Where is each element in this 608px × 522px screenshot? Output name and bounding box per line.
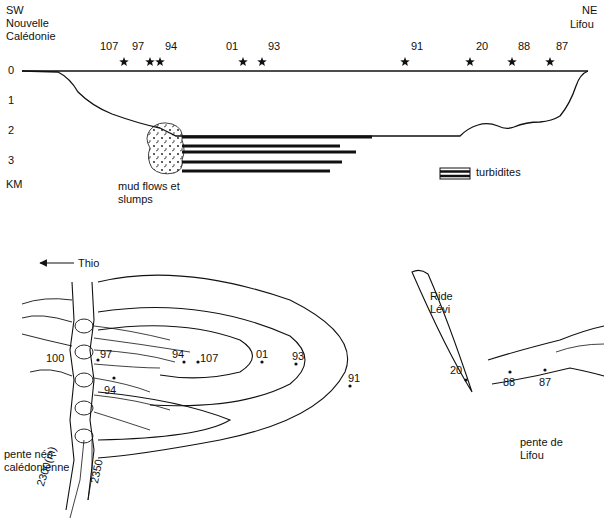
station-star	[507, 57, 517, 66]
ridge-name: Ride Lévi	[430, 290, 464, 315]
seafloor-profile	[22, 71, 588, 136]
station-number: 01	[256, 348, 268, 361]
station-star	[119, 57, 129, 66]
pente-lifou-line	[488, 326, 604, 360]
depth-contour: 2350	[88, 458, 105, 485]
place-name: Thio	[78, 257, 99, 270]
station-star	[155, 57, 165, 66]
ride-levi	[412, 270, 472, 392]
station-number: 88	[503, 376, 515, 389]
station-number: 94	[165, 40, 177, 53]
station-number: 20	[476, 40, 488, 53]
station-stars	[119, 57, 555, 66]
station-star	[257, 57, 267, 66]
depth-tick: 0	[8, 64, 14, 77]
channel-heads	[75, 319, 93, 443]
channel	[94, 326, 190, 430]
direction-label: NE	[582, 4, 597, 17]
depth-unit: KM	[6, 178, 23, 191]
depth-tick: 1	[8, 94, 14, 107]
station-number: 87	[556, 40, 568, 53]
station-star	[238, 57, 248, 66]
sea-level	[22, 70, 588, 71]
canyon	[22, 299, 72, 376]
depth-tick: 3	[8, 154, 14, 167]
station-number: 93	[292, 350, 304, 363]
cross-section	[22, 71, 588, 174]
station-number: 91	[348, 372, 360, 385]
fan-lobe	[98, 275, 348, 458]
fan-lobe	[98, 307, 305, 405]
station-number: 97	[132, 40, 144, 53]
station-number: 107	[200, 352, 218, 365]
station-number: 91	[411, 40, 423, 53]
mud-flow-mass	[147, 123, 184, 174]
station-dots	[96, 358, 546, 387]
turbidite-layers	[182, 137, 372, 171]
station-number: 107	[100, 40, 118, 53]
station-star	[465, 57, 475, 66]
sediment-label: mud flows et slumps	[118, 180, 188, 205]
station-number: 20	[450, 364, 462, 377]
station-number: 87	[539, 376, 551, 389]
plan-map	[22, 263, 604, 518]
station-star	[545, 57, 555, 66]
station-star	[400, 57, 410, 66]
place-name: Lifou	[570, 18, 594, 31]
fan-lobe	[98, 392, 230, 440]
station-number: 94	[104, 384, 116, 397]
station-star	[145, 57, 155, 66]
legend-sample	[440, 168, 470, 179]
depth-tick: 2	[8, 124, 14, 137]
station-number: 97	[100, 348, 112, 361]
station-number: 01	[226, 40, 238, 53]
direction-arrow	[40, 262, 74, 263]
station-number: 88	[518, 40, 530, 53]
station-number: 93	[268, 40, 280, 53]
direction-label: SW	[6, 4, 24, 17]
slope-left	[66, 282, 74, 510]
station-number: 94	[172, 348, 184, 361]
legend-text: turbidites	[476, 166, 521, 179]
pente-lifou-line	[556, 344, 604, 352]
station-number: 100	[46, 352, 64, 365]
slope-contour	[70, 440, 84, 518]
place-name: Nouvelle Calédonie	[6, 17, 68, 42]
slope-name: pente de Lifou	[520, 436, 580, 461]
